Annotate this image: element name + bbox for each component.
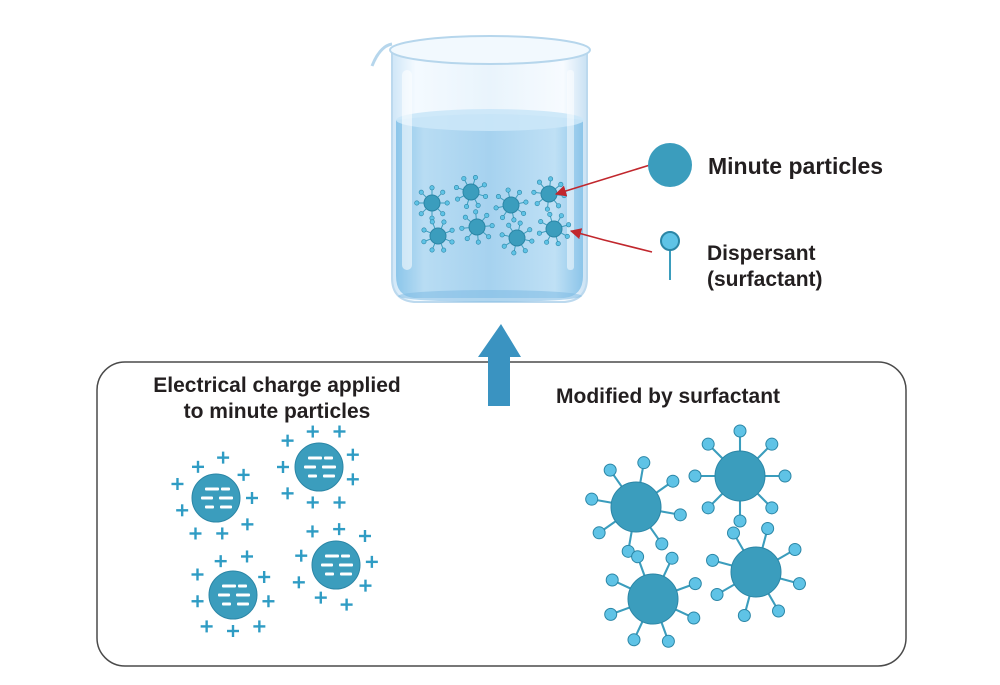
- charged-particles-group: [171, 425, 378, 637]
- label-minute-particles: Minute particles: [708, 153, 884, 179]
- label-modified-by-surfactant: Modified by surfactant: [556, 385, 781, 408]
- up-arrow-icon: [478, 324, 521, 406]
- surfactant-particle: [536, 211, 572, 247]
- beaker-particles: [414, 174, 572, 256]
- surfactant-particle: [421, 219, 455, 253]
- surfactant-particle: [531, 176, 567, 212]
- charged-particle: [292, 523, 378, 611]
- beaker-icon: [370, 35, 591, 303]
- charged-particle: [191, 550, 275, 637]
- charged-particle: [171, 451, 258, 540]
- surfactant-particles-group: [585, 424, 806, 648]
- surfactant-particle: [414, 185, 450, 221]
- surfactant-particle: [453, 174, 489, 210]
- surfactant-particle: [493, 187, 529, 223]
- surfactant-particle: [604, 550, 702, 648]
- label-electrical-charge: Electrical charge applied to minute part…: [153, 374, 401, 423]
- surfactant-particle: [499, 220, 535, 256]
- pointer-to-particle: [554, 164, 651, 197]
- label-dispersant: Dispersant (surfactant): [707, 242, 823, 291]
- charged-particle: [277, 425, 359, 509]
- surfactant-particle: [688, 424, 792, 528]
- surfactant-particle: [585, 456, 687, 558]
- dispersant-icon: [660, 231, 680, 280]
- surfactant-particle: [706, 522, 806, 622]
- pointer-to-dispersant: [569, 228, 653, 253]
- particle-icon: [648, 143, 692, 187]
- surfactant-particle: [459, 209, 495, 245]
